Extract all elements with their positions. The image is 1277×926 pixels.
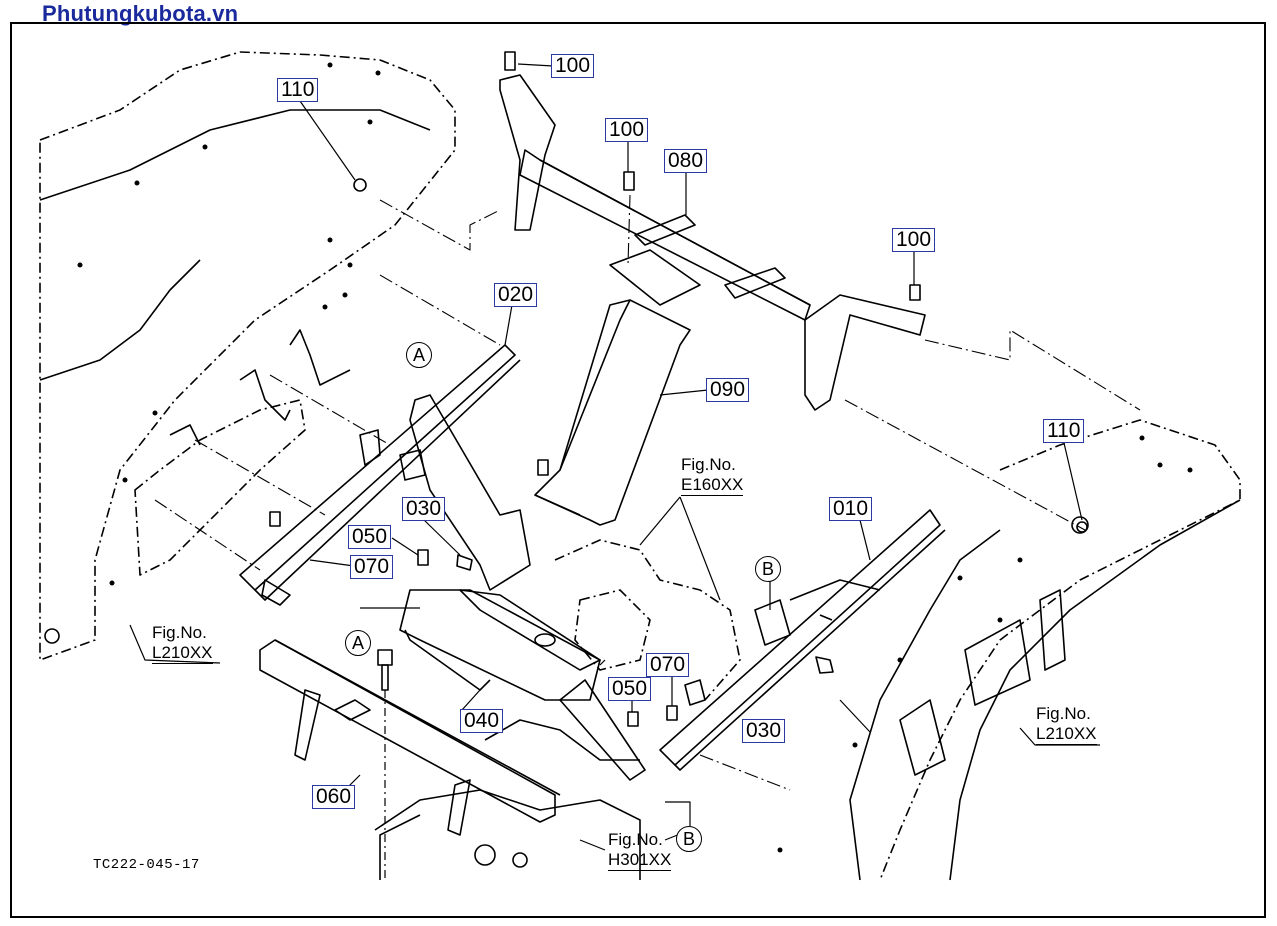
callout-080[interactable]: 080 xyxy=(664,149,708,173)
callout-110-left[interactable]: 110 xyxy=(277,78,319,102)
figref-l210xx-left-label: Fig.No. xyxy=(152,623,207,642)
callout-050-right[interactable]: 050 xyxy=(608,677,652,701)
callout-100-right[interactable]: 100 xyxy=(892,228,936,252)
bolts xyxy=(269,51,1088,727)
ref-circle-a-top: A xyxy=(406,342,432,368)
figref-l210xx-right-label: Fig.No. xyxy=(1036,704,1091,723)
callout-030-right[interactable]: 030 xyxy=(742,719,786,743)
callout-010[interactable]: 010 xyxy=(829,497,873,521)
figref-e160xx-label: Fig.No. xyxy=(681,455,736,474)
assembly-lines xyxy=(154,194,1141,791)
callout-020[interactable]: 020 xyxy=(494,283,538,307)
transmission-lower xyxy=(374,719,641,880)
ref-circle-b-bottom: B xyxy=(676,826,702,852)
callout-110-right[interactable]: 110 xyxy=(1043,419,1085,443)
callout-090[interactable]: 090 xyxy=(706,378,750,402)
callout-070-left[interactable]: 070 xyxy=(350,555,394,579)
callout-030-left[interactable]: 030 xyxy=(402,497,446,521)
callout-070-right[interactable]: 070 xyxy=(646,653,690,677)
left-frame-outline xyxy=(39,51,456,661)
drawing-code: TC222-045-17 xyxy=(93,857,200,873)
bracket-040 xyxy=(399,589,646,781)
callout-050-left[interactable]: 050 xyxy=(348,525,392,549)
frame-member-020 xyxy=(239,344,531,606)
callout-100-mid[interactable]: 100 xyxy=(605,118,649,142)
figref-h301xx-code: H301XX xyxy=(608,850,672,871)
figref-h301xx[interactable]: Fig.No. H301XX xyxy=(608,830,672,871)
drawing-frame xyxy=(10,22,1266,918)
figref-l210xx-right[interactable]: Fig.No. L210XX xyxy=(1036,704,1097,745)
callout-060[interactable]: 060 xyxy=(312,785,356,809)
ref-circle-b-top: B xyxy=(755,556,781,582)
ref-circle-a-bottom: A xyxy=(345,630,371,656)
figref-l210xx-right-code: L210XX xyxy=(1036,724,1097,745)
callout-100-top[interactable]: 100 xyxy=(551,54,595,78)
figref-e160xx[interactable]: Fig.No. E160XX xyxy=(681,455,744,496)
crossbar-080 xyxy=(499,74,926,411)
figref-h301xx-label: Fig.No. xyxy=(608,830,663,849)
frame-member-060 xyxy=(259,639,561,836)
callout-040[interactable]: 040 xyxy=(460,709,504,733)
figref-l210xx-left-code: L210XX xyxy=(152,643,213,664)
figref-e160xx-code: E160XX xyxy=(681,475,744,496)
leader-lines xyxy=(129,63,1100,880)
mounting-holes xyxy=(77,62,1193,853)
support-090 xyxy=(534,299,691,526)
engine-block xyxy=(554,539,741,701)
right-frame-outline xyxy=(849,419,1241,881)
figref-l210xx-left[interactable]: Fig.No. L210XX xyxy=(152,623,213,664)
watermark-logo: Phutungkubota.vn xyxy=(42,1,239,26)
